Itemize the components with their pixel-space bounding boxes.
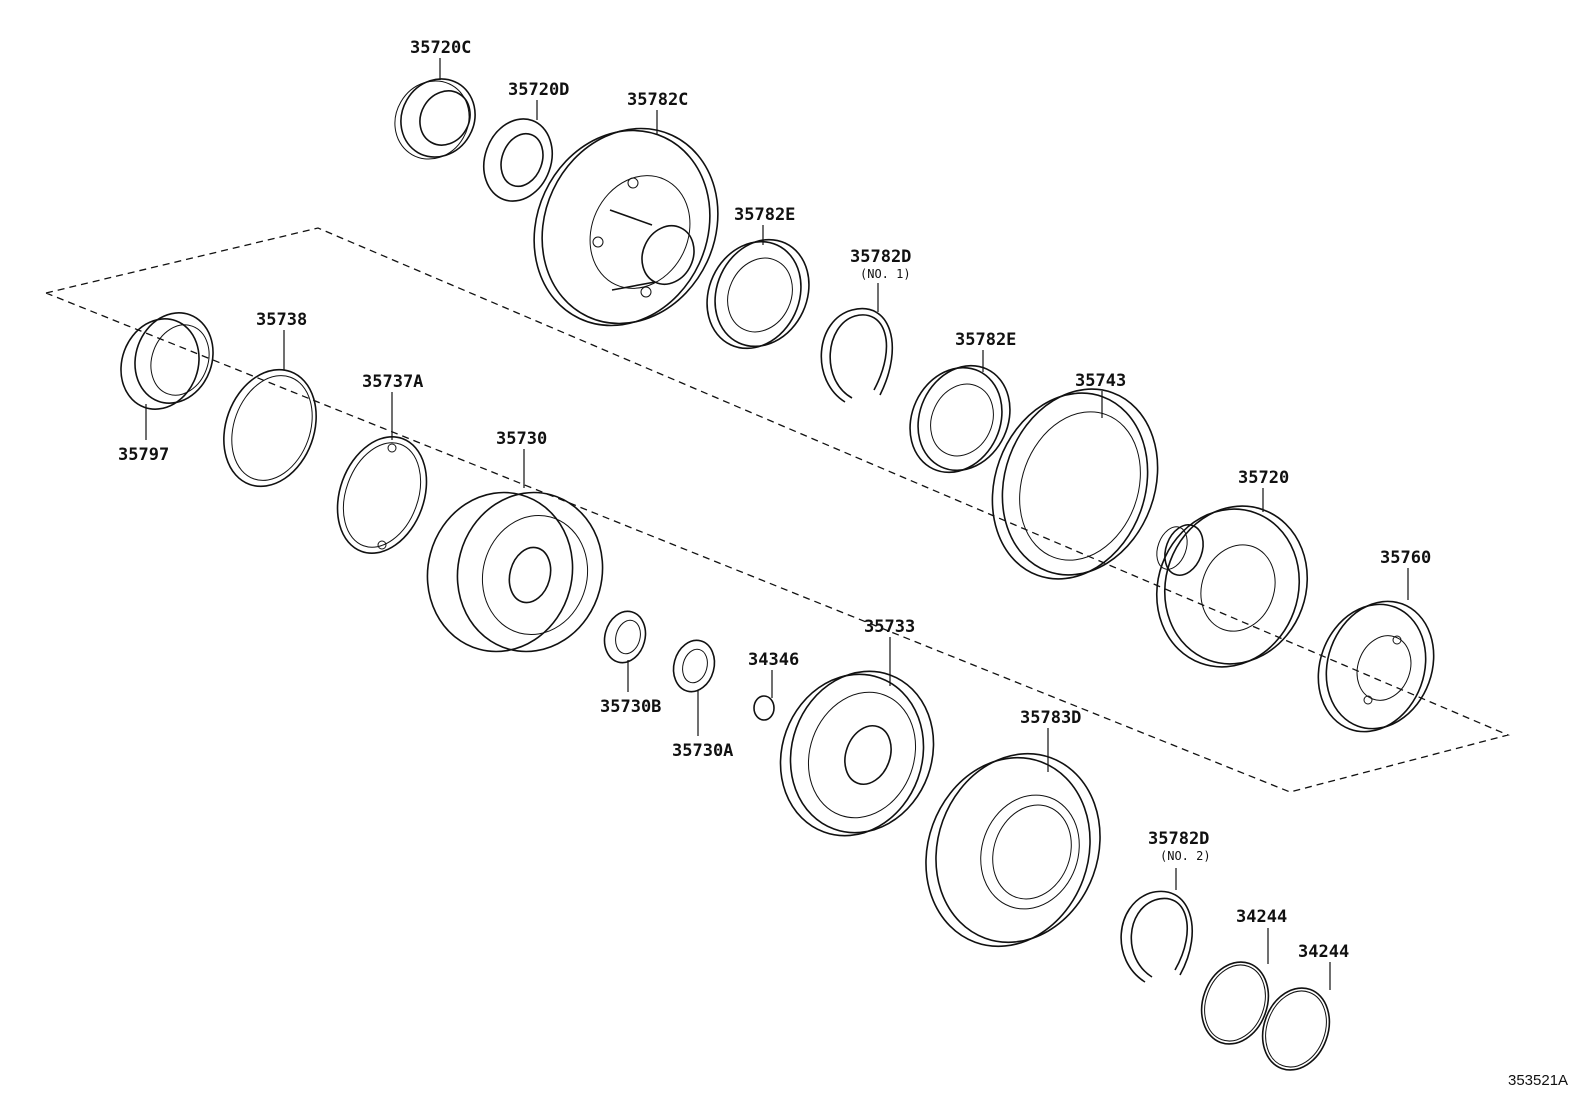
callout-35737a[interactable]: 35737A	[362, 372, 423, 392]
callout-35730[interactable]: 35730	[496, 429, 547, 449]
part-35733-sprocket[interactable]	[758, 651, 956, 856]
part-35743-ring-gear[interactable]	[967, 367, 1183, 601]
callout-35760[interactable]: 35760	[1380, 548, 1431, 568]
part-35720-planet-carrier[interactable]	[1135, 486, 1329, 687]
callout-35782d-no1[interactable]: 35782D	[850, 247, 911, 267]
part-35782d-snap-ring-no1[interactable]	[820, 307, 894, 403]
callout-35738[interactable]: 35738	[256, 310, 307, 330]
part-35720c-nut[interactable]	[381, 65, 489, 172]
callout-35782d-no1-sub: (NO. 1)	[860, 267, 911, 281]
callout-35782d-no2[interactable]: 35782D	[1148, 829, 1209, 849]
callout-35782e-top[interactable]: 35782E	[734, 205, 795, 225]
part-35782e-bearing-middle[interactable]	[893, 350, 1026, 487]
callout-35730a[interactable]: 35730A	[672, 741, 733, 761]
assembly-boundary	[45, 227, 1511, 793]
part-35797-needle-bearing[interactable]	[109, 302, 226, 420]
callout-35783d[interactable]: 35783D	[1020, 708, 1081, 728]
part-35730b-thrust-bearing[interactable]	[599, 607, 651, 668]
part-35783d-gear[interactable]	[900, 730, 1126, 969]
callout-34244-a[interactable]: 34244	[1236, 907, 1287, 927]
part-35782d-snap-ring-no2[interactable]	[1120, 890, 1194, 983]
part-34244-seal-ring-a[interactable]	[1191, 953, 1280, 1054]
callout-35733[interactable]: 35733	[864, 617, 915, 637]
part-35720d-lock-washer[interactable]	[473, 109, 564, 211]
diagram-reference-code: 353521A	[1508, 1072, 1568, 1089]
callout-35720c[interactable]: 35720C	[410, 38, 471, 58]
callout-35730b[interactable]: 35730B	[600, 697, 661, 717]
callout-35720[interactable]: 35720	[1238, 468, 1289, 488]
callout-35743[interactable]: 35743	[1075, 371, 1126, 391]
part-35782e-bearing-top[interactable]	[690, 224, 826, 364]
part-35737a-thrust-washer[interactable]	[322, 424, 442, 565]
callout-35782d-no2-sub: (NO. 2)	[1160, 849, 1211, 863]
part-35730-clutch-drum[interactable]	[410, 476, 621, 668]
callout-34346[interactable]: 34346	[748, 650, 799, 670]
leader-lines	[145, 58, 1409, 990]
part-35760-hub[interactable]	[1301, 586, 1451, 747]
part-35738-thrust-washer[interactable]	[208, 357, 332, 500]
part-35782c-gear[interactable]	[503, 99, 750, 354]
part-34244-seal-ring-b[interactable]	[1252, 979, 1341, 1080]
callout-35797[interactable]: 35797	[118, 445, 169, 465]
callout-35720d[interactable]: 35720D	[508, 80, 569, 100]
callout-34244-b[interactable]: 34244	[1298, 942, 1349, 962]
callout-35782c[interactable]: 35782C	[627, 90, 688, 110]
callout-35782e-middle[interactable]: 35782E	[955, 330, 1016, 350]
part-34346-o-ring[interactable]	[753, 695, 775, 721]
part-35730a-washer[interactable]	[668, 636, 720, 697]
